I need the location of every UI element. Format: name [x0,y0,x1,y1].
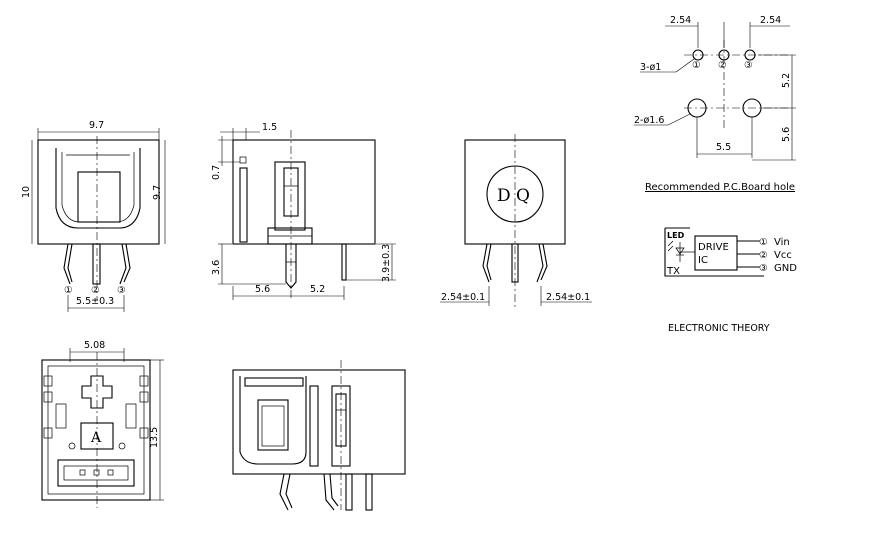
front-pitch-dim: 5.5±0.3 [76,296,114,307]
side-small-dim: 0.7 [211,165,222,180]
pcb-pin-3-label: ③ [744,60,753,71]
schematic-pin-2-name: Vcc [774,250,792,261]
side-pin-length-dim: 3.6 [211,260,222,275]
schematic-caption: ELECTRONIC THEORY [668,323,770,334]
rear-left-pitch-dim: 2.54±0.1 [441,292,485,303]
pcb-horizontal-dim: 5.5 [716,142,731,153]
top-width-dim: 5.08 [84,340,105,351]
pcb-layout: 2.54 2.54 ① ② ③ 3-ø1 2-ø1.6 5.2 5.6 [634,15,796,193]
schematic-pin-3-name: GND [774,263,797,274]
pcb-pitch-right: 2.54 [760,15,781,26]
front-inner-height-dim: 9.7 [152,185,163,200]
side-pin-length-right-dim: 3.9±0.3 [381,244,392,282]
top-depth-dim: 13.5 [149,427,160,448]
pcb-pitch-left: 2.54 [670,15,691,26]
pcb-large-hole-label: 2-ø1.6 [634,115,664,126]
front-pin-1-label: ① [64,285,73,296]
side-left-offset-dim: 5.6 [255,284,270,295]
schematic-ic-line1: DRIVE [698,242,729,253]
schematic-ic-line2: IC [698,255,708,266]
schematic-led-label: LED [667,231,685,240]
front-height-dim: 10 [21,186,32,198]
pcb-pin-1-label: ① [692,60,701,71]
rear-view: D Q 2.54±0.1 2.54±0.1 [440,134,592,310]
front-pin-3-label: ③ [117,285,126,296]
front-width-dim: 9.7 [89,120,104,131]
rear-right-pitch-dim: 2.54±0.1 [546,292,590,303]
rear-logo-text: D Q [497,186,530,206]
schematic-pin-1-num: ① [759,237,768,248]
schematic-tx-label: TX [666,266,680,277]
pcb-vertical-dim-bottom: 5.6 [781,127,792,142]
top-view: A 5.08 13.5 [41,340,164,508]
top-marking: A [90,430,102,446]
side-view: 1.5 0.7 3.6 3.9±0.3 5.6 5.2 [211,122,396,300]
pcb-vertical-dim-top: 5.2 [781,73,792,88]
front-view: 9.7 10 9.7 ① ② ③ 5.5±0.3 [21,120,166,312]
schematic-pin-2-num: ② [759,250,768,261]
schematic-pin-1-name: Vin [774,237,790,248]
side-top-dim: 1.5 [262,122,277,133]
front-pin-2-label: ② [91,285,100,296]
section-view [232,360,406,511]
pcb-caption: Recommended P.C.Board hole [645,182,795,193]
pcb-pin-2-label: ② [718,60,727,71]
side-right-offset-dim: 5.2 [310,284,325,295]
schematic-pin-3-num: ③ [759,263,768,274]
pcb-small-hole-label: 3-ø1 [640,62,661,73]
schematic: LED DRIVE IC ① Vin ② Vcc ③ GND TX ELECTR… [664,227,797,334]
